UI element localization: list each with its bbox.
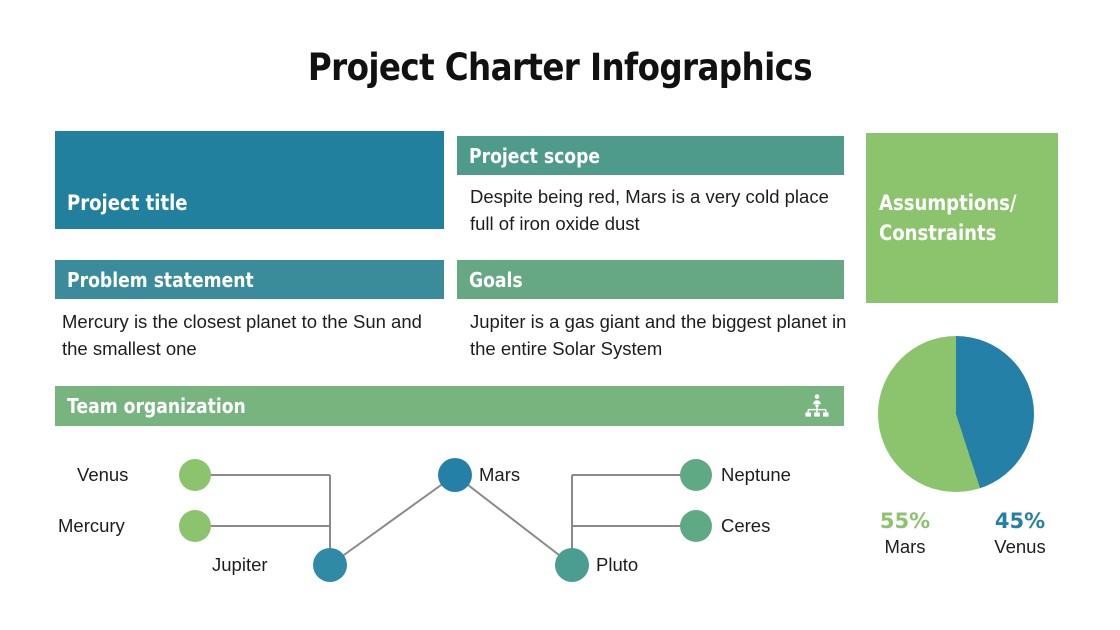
org-node-mercury[interactable] [179, 510, 211, 542]
panel-goals-body: Jupiter is a gas giant and the biggest p… [470, 311, 847, 359]
team-organization-diagram: Venus Mercury Jupiter Mars Pluto Neptune… [55, 440, 844, 595]
pie-chart-graphic [878, 336, 1034, 492]
org-node-pluto[interactable] [555, 548, 589, 582]
org-label-ceres: Ceres [721, 515, 771, 536]
pie-chart [878, 336, 1046, 504]
org-node-jupiter[interactable] [313, 548, 347, 582]
legend-label-mars: Mars [884, 536, 926, 557]
legend-value-mars: 55% [879, 509, 931, 533]
panel-assumptions-label-line2: Constraints [879, 221, 997, 245]
legend-item-mars: 55% Mars [860, 508, 950, 560]
panel-problem-statement-label: Problem statement [67, 267, 254, 292]
org-label-mars: Mars [479, 464, 521, 485]
org-label-venus: Venus [77, 464, 129, 485]
panel-project-title-label: Project title [67, 191, 188, 215]
legend-value-venus: 45% [994, 509, 1046, 533]
panel-project-scope-label: Project scope [469, 143, 601, 168]
org-node-neptune[interactable] [680, 459, 712, 491]
pie-chart-legend: 55% Mars 45% Venus [860, 508, 1065, 560]
panel-project-scope-header[interactable]: Project scope [457, 136, 844, 175]
panel-goals-header[interactable]: Goals [457, 260, 844, 299]
org-node-mars[interactable] [438, 458, 472, 492]
panel-assumptions-label-line1: Assumptions/ [879, 191, 1017, 215]
panel-project-scope-body: Despite being red, Mars is a very cold p… [470, 186, 829, 234]
legend-label-venus: Venus [994, 536, 1046, 557]
org-label-pluto: Pluto [596, 554, 639, 575]
org-chart-svg [179, 458, 712, 582]
org-label-mercury: Mercury [58, 515, 125, 536]
page-title: Project Charter Infographics [307, 46, 813, 89]
panel-team-organization-label: Team organization [67, 394, 246, 418]
panel-goals-label: Goals [469, 267, 523, 292]
panel-assumptions-constraints[interactable]: Assumptions/ Constraints [866, 133, 1058, 303]
org-label-neptune: Neptune [721, 464, 791, 485]
panel-problem-statement-body: Mercury is the closest planet to the Sun… [62, 311, 422, 359]
org-label-jupiter: Jupiter [212, 554, 268, 575]
panel-problem-statement-header[interactable]: Problem statement [55, 260, 444, 299]
org-node-ceres[interactable] [680, 510, 712, 542]
panel-team-organization-header[interactable]: Team organization [55, 386, 844, 426]
legend-item-venus: 45% Venus [975, 508, 1065, 560]
org-chart-icon [805, 394, 829, 417]
panel-project-title[interactable]: Project title [55, 131, 444, 229]
org-node-venus[interactable] [179, 459, 211, 491]
